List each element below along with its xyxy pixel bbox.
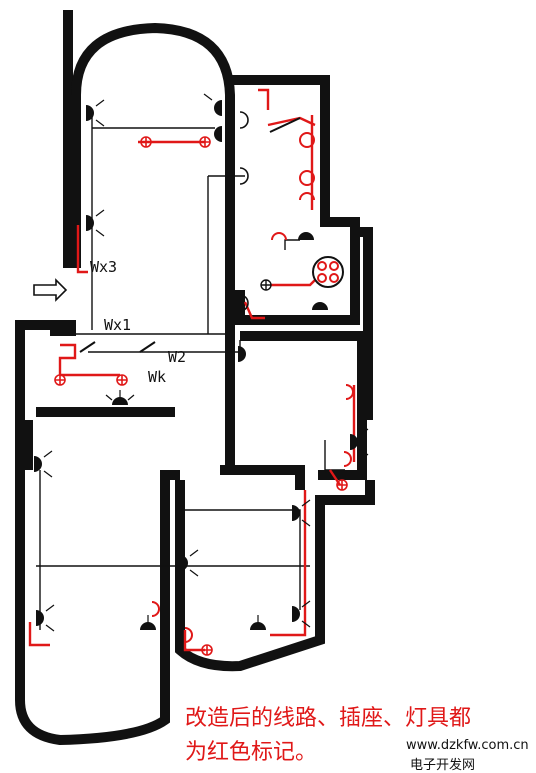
switch-icon [79,341,96,353]
lamp-icon [112,397,128,405]
lamp-icon [214,100,222,116]
lamp-icon [250,622,266,630]
red-wire-fan [270,274,321,287]
wire-upper-right [284,239,300,250]
lamp-rays [43,93,369,632]
wire-corridor-v [324,440,345,471]
caption-line-2: 为红色标记。 [185,740,318,765]
walls [14,10,375,746]
modified-wiring [28,88,356,652]
red-lamp-icon [299,192,315,201]
lamp-icon [298,232,314,240]
entrance-pillar [50,320,76,336]
lamp-icon [292,606,300,622]
socket-black [260,279,272,291]
lamp-icon [292,505,300,521]
wire-w2 [88,340,241,353]
lamp-outline-icon [239,167,249,185]
red-lamp-icon [151,601,160,617]
exhaust-fan-icon [312,256,344,288]
outlined-lamps [239,111,249,312]
red-wire-lower-right [270,490,307,637]
socket-icon [260,279,272,291]
red-lamp-icon [343,451,352,467]
red-lamp-icon [345,384,354,400]
label-w2: W2 [168,348,186,366]
switches [79,117,301,353]
switch-icon [139,341,156,353]
wall-bottom-right [175,480,375,672]
red-lamp-icon [299,170,316,186]
wall-right-step [355,227,373,420]
red-lamp-icon [184,627,193,643]
red-wire-top-right-a [258,88,316,127]
red-wire-left-vertical [76,225,88,274]
red-lamp-icon [271,232,287,241]
red-wire-entrance [58,343,77,375]
label-wx3: Wx3 [90,258,117,276]
red-wire-bottom [183,630,205,652]
socket-icon [54,374,66,386]
wire-right-room [180,509,301,610]
wall-arched-room [71,22,235,268]
socket-icon [140,136,152,148]
lamp-icon [350,434,358,450]
wall-outer [14,320,180,746]
lamp-icon [36,610,44,626]
red-wire-bottom-left [28,622,50,647]
label-wk: Wk [148,368,166,386]
watermark-url: www.dzkfw.com.cn [406,738,529,753]
socket-icon [199,136,211,148]
lamp-icon [312,302,328,310]
watermark-site-name: 电子开发网 [410,758,476,773]
lamp-icon [214,126,222,142]
lamp-icon [86,215,94,231]
entrance-arrow-icon [33,278,68,302]
lamp-icon [140,622,156,630]
existing-wiring [36,110,345,630]
label-wx1: Wx1 [104,316,131,334]
socket-icon [336,479,348,491]
socket-icon [116,374,128,386]
caption-line-1: 改造后的线路、插座、灯具都 [185,706,472,731]
wall-top-right-room [230,75,360,325]
lamp-rays-marks [43,93,369,632]
lamp-outline-icon [239,111,249,129]
lamp-icon [34,456,42,472]
lamp-icon [86,105,94,121]
wall-lower-mid [220,465,305,490]
light-fixtures [34,100,358,630]
red-lamp-icon [299,132,316,148]
lamp-icon [238,346,246,362]
lamp-outline-icon [239,294,249,312]
modified-fixtures [151,132,354,643]
wall-corridor-right [240,331,367,480]
switch-icon [269,117,301,133]
lamp-icon [180,555,188,571]
sockets [54,136,348,656]
socket-icon [201,644,213,656]
